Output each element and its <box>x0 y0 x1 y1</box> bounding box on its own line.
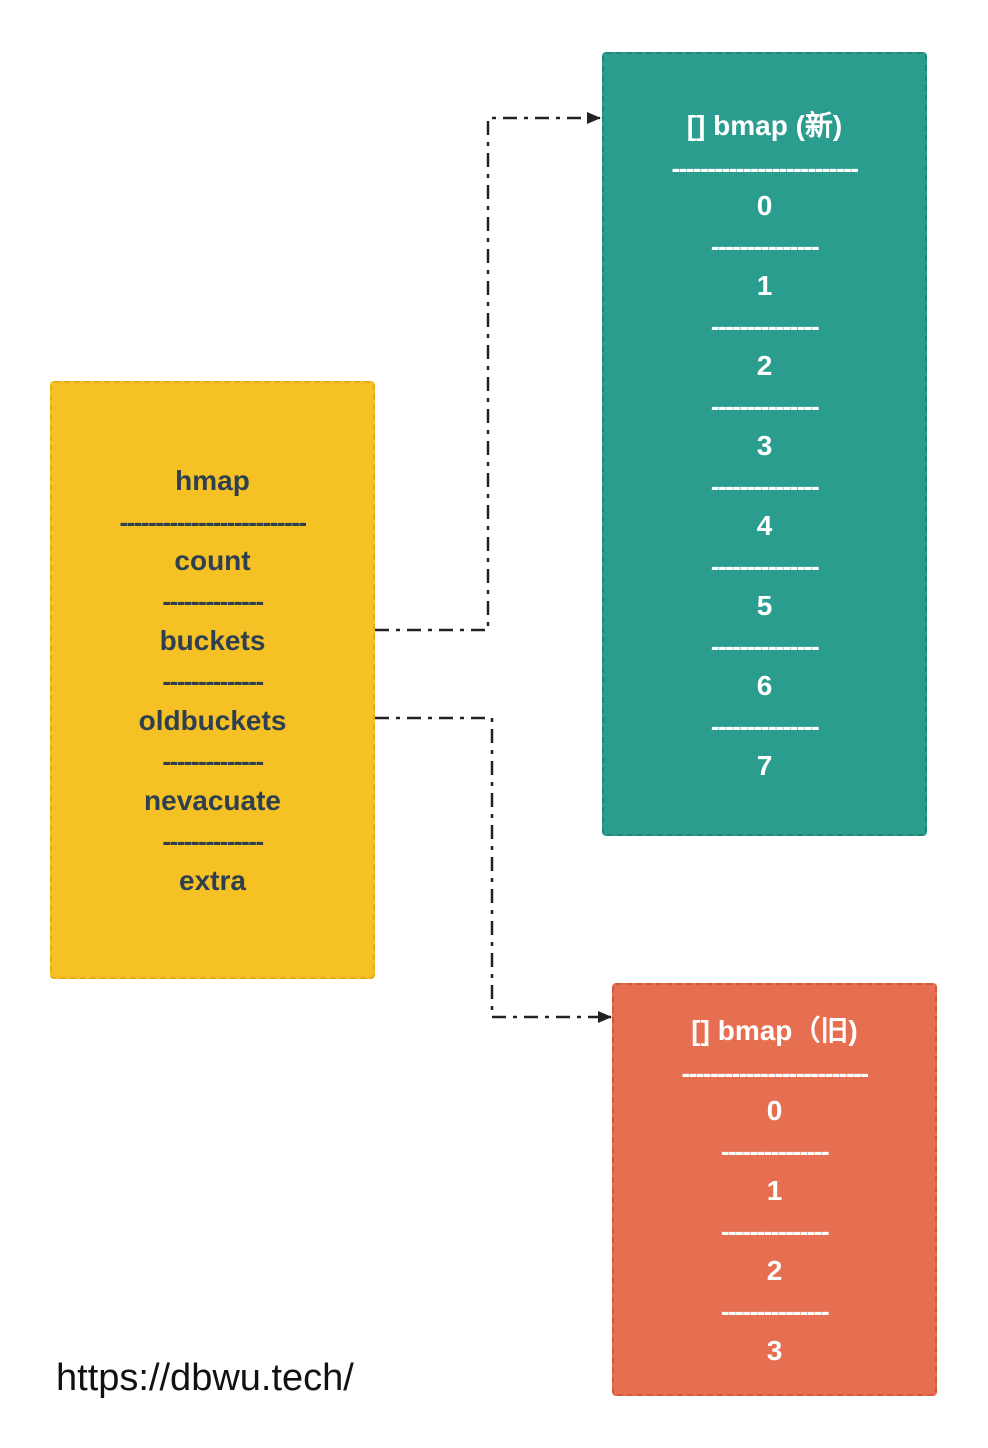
hmap-title: hmap <box>175 465 250 496</box>
new-bucket-4: 4 <box>756 510 773 541</box>
old-bmap-box: [] bmap（旧) -------------------------- 0 … <box>612 983 937 1396</box>
old-bucket-2: 2 <box>766 1255 783 1286</box>
edge-buckets-to-new-bmap <box>375 112 601 632</box>
old-bmap-title: [] bmap（旧) <box>691 1015 858 1046</box>
hmap-field-separator: -------------- <box>162 586 264 616</box>
hmap-field-count: count <box>174 545 251 576</box>
new-bucket-6: 6 <box>756 670 773 701</box>
new-bmap-title-separator: -------------------------- <box>671 153 859 183</box>
hmap-title-separator: -------------------------- <box>119 507 307 537</box>
hmap-field-separator: -------------- <box>162 746 264 776</box>
hmap-field-buckets: buckets <box>159 625 266 656</box>
new-bucket-5: 5 <box>756 590 773 621</box>
old-bucket-separator: --------------- <box>720 1216 830 1246</box>
new-bucket-7: 7 <box>756 750 773 781</box>
footer-url: https://dbwu.tech/ <box>56 1357 354 1399</box>
old-bucket-0: 0 <box>766 1095 783 1126</box>
new-bmap-title: [] bmap (新) <box>686 110 843 141</box>
new-bucket-separator: --------------- <box>710 231 820 261</box>
new-bucket-separator: --------------- <box>710 311 820 341</box>
hmap-field-separator: -------------- <box>162 826 264 856</box>
hmap-field-oldbuckets: oldbuckets <box>138 705 287 736</box>
new-bucket-3: 3 <box>756 430 773 461</box>
edge-oldbuckets-to-old-bmap <box>375 716 612 1023</box>
old-bucket-separator: --------------- <box>720 1296 830 1326</box>
old-bucket-3: 3 <box>766 1335 783 1366</box>
new-bucket-separator: --------------- <box>710 711 820 741</box>
old-bucket-1: 1 <box>766 1175 783 1206</box>
new-bucket-separator: --------------- <box>710 471 820 501</box>
hmap-field-extra: extra <box>179 865 246 896</box>
new-bmap-box: [] bmap (新) -------------------------- 0… <box>602 52 927 836</box>
hmap-field-nevacuate: nevacuate <box>144 785 281 816</box>
old-bmap-title-separator: -------------------------- <box>681 1058 869 1088</box>
new-bucket-1: 1 <box>756 270 773 301</box>
hmap-field-separator: -------------- <box>162 666 264 696</box>
new-bucket-0: 0 <box>756 190 773 221</box>
hmap-box: hmap -------------------------- count --… <box>50 381 375 979</box>
new-bucket-separator: --------------- <box>710 631 820 661</box>
new-bucket-separator: --------------- <box>710 391 820 421</box>
new-bucket-2: 2 <box>756 350 773 381</box>
new-bucket-separator: --------------- <box>710 551 820 581</box>
old-bucket-separator: --------------- <box>720 1136 830 1166</box>
